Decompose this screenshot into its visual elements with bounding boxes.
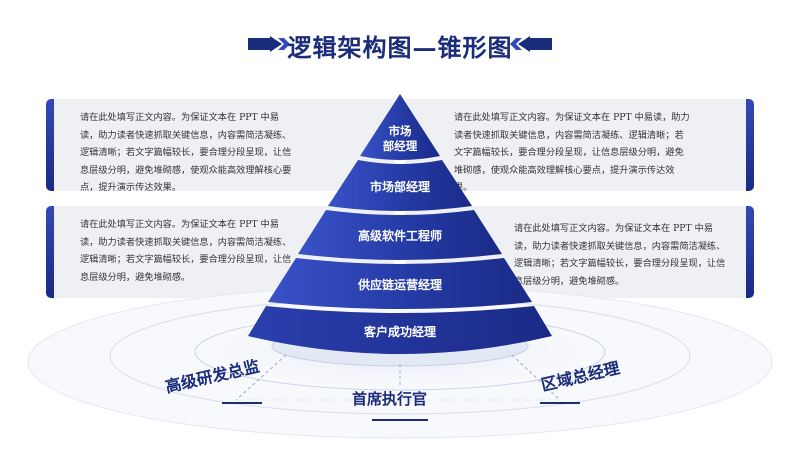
tier-label-4: 供应链运营经理	[357, 278, 442, 292]
left-arrow-icon	[248, 36, 290, 52]
pyramid-tier-1	[360, 94, 440, 160]
right-arrow-icon	[510, 36, 552, 52]
pyramid-tier-5	[248, 306, 552, 354]
panel-text-bottom-right: 请在此处填写正文内容。为保证文本在 PPT 中易读，助力读者快速抓取关键信息，内…	[514, 223, 726, 287]
panel-text-top-right: 请在此处填写正文内容。为保证文本在 PPT 中易读，助力读者快速抓取关键信息，内…	[454, 112, 690, 193]
page-title: 逻辑架构图—锥形图	[287, 33, 513, 62]
pyramid-tier-2	[328, 160, 472, 211]
base-label-center: 首席执行官	[352, 390, 428, 408]
pyramid-tier-4	[268, 258, 532, 309]
panel-text-bottom-left: 请在此处填写正文内容。为保证文本在 PPT 中易读，助力读者快速抓取关键信息，内…	[80, 219, 292, 283]
tier-label-1: 市场 部经理	[382, 124, 418, 153]
tier-label-3: 高级软件工程师	[357, 229, 442, 243]
panel-top-left: 请在此处填写正文内容。为保证文本在 PPT 中易读，助力读者快速抓取关键信息，内…	[54, 99, 394, 193]
panel-top-right: 请在此处填写正文内容。为保证文本在 PPT 中易读，助力读者快速抓取关键信息，内…	[406, 99, 746, 193]
panel-text-top-left: 请在此处填写正文内容。为保证文本在 PPT 中易读，助力读者快速抓取关键信息，内…	[80, 112, 292, 193]
title-bar: 逻辑架构图—锥形图	[0, 22, 800, 66]
pyramid-tier-3	[298, 210, 502, 260]
tier-label-5: 客户成功经理	[363, 325, 436, 339]
tier-label-2: 市场部经理	[369, 180, 430, 194]
